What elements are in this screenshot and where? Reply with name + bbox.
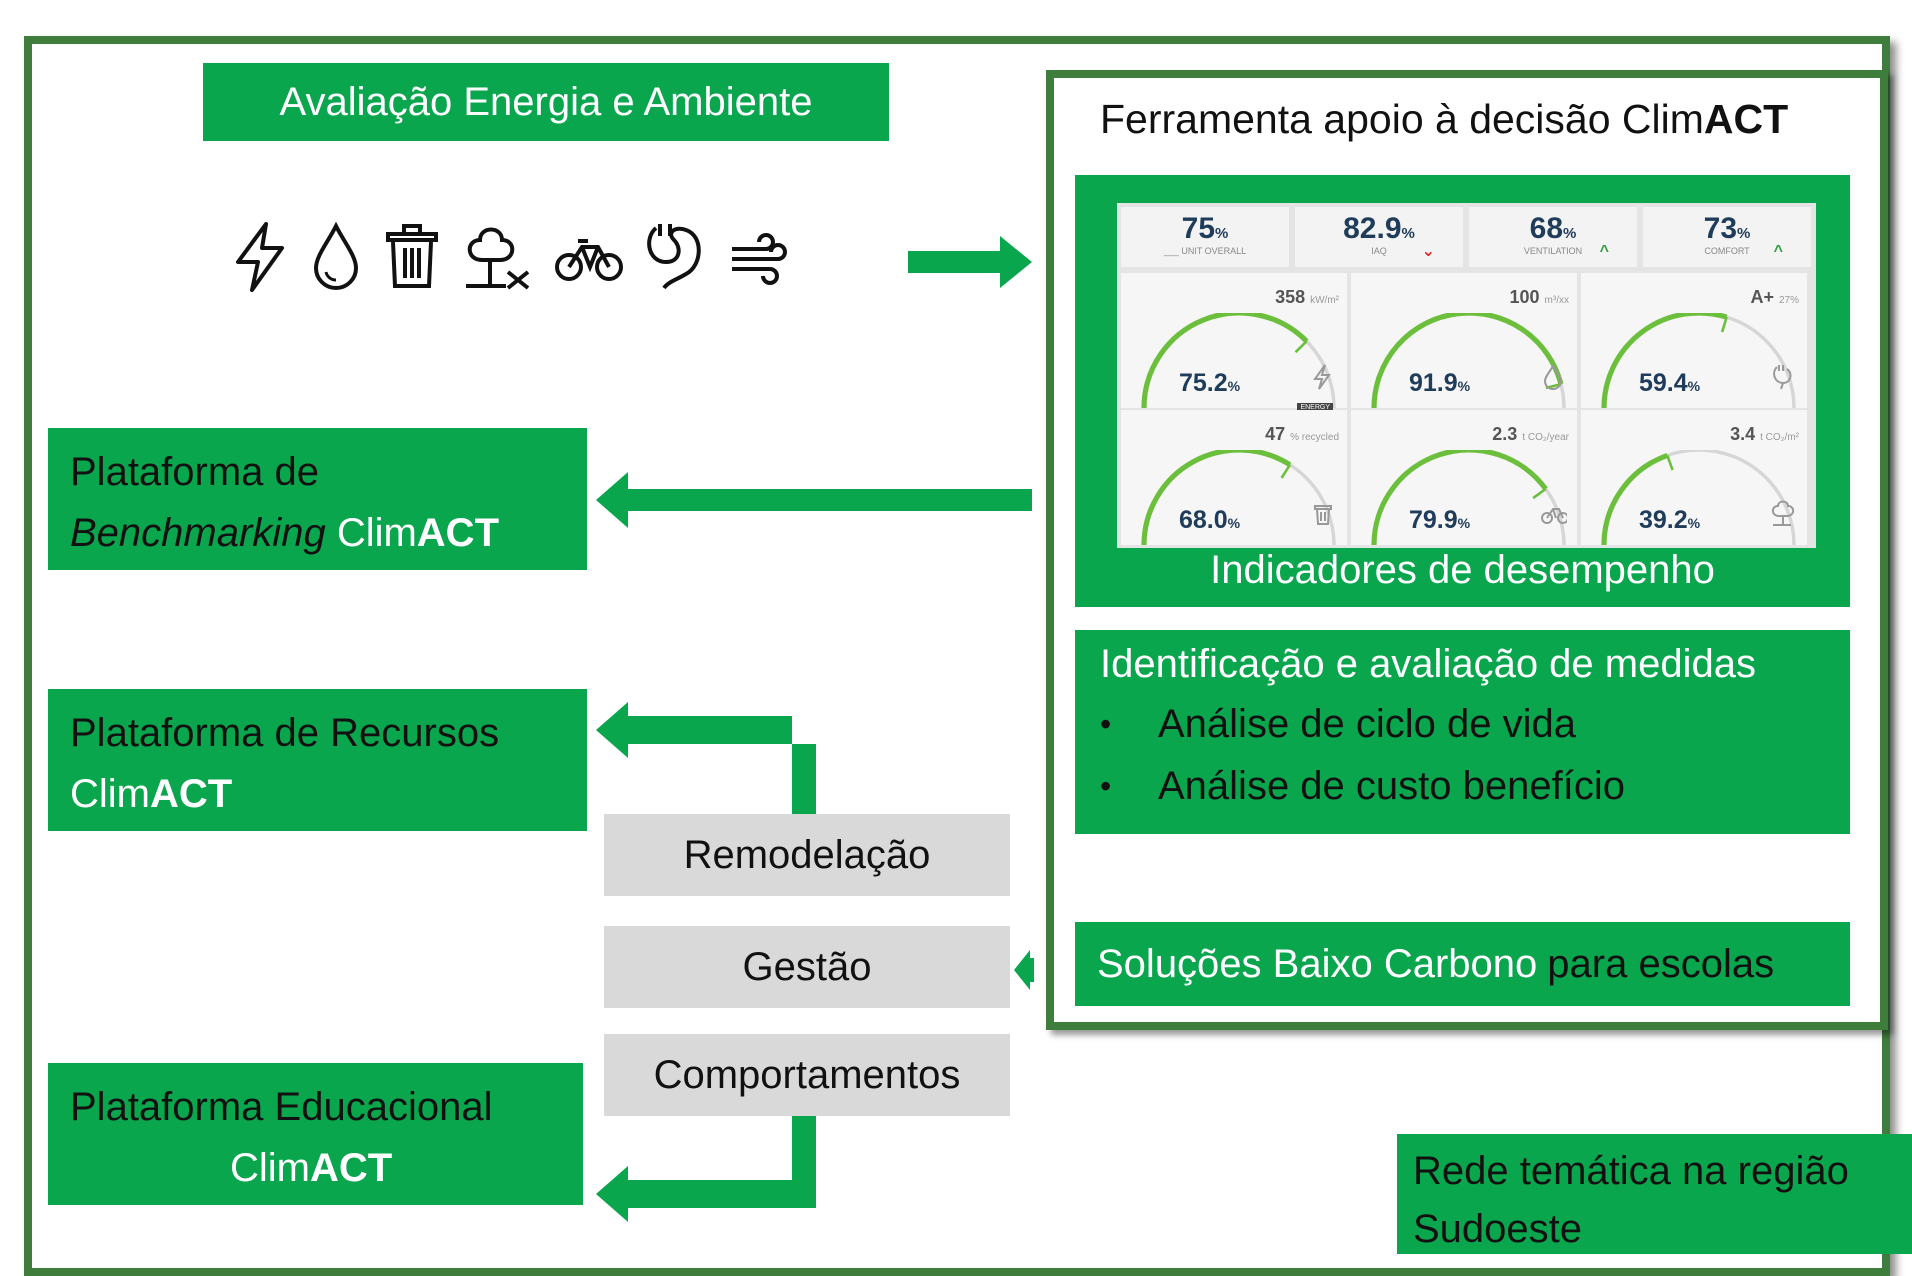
tool-title-act: ACT (1703, 96, 1789, 142)
dashboard-caption: Indicadores de desempenho (1210, 548, 1715, 592)
behaviours-box: Comportamentos (604, 1034, 1010, 1116)
wind-icon (728, 227, 788, 287)
card-tag: ENERGY (1297, 403, 1333, 412)
measures-box: Identificação e avaliação de medidas Aná… (1075, 630, 1850, 834)
kpi-trend-icon: ^ (1773, 243, 1783, 260)
solutions-part2: para escolas (1547, 941, 1775, 986)
kpi-label: IAQ (1371, 246, 1387, 256)
card-percentage: 91.9% (1409, 369, 1471, 397)
kpi-value: 73% (1703, 212, 1751, 245)
resources-platform-box: Plataforma de Recursos ClimACT (48, 689, 587, 831)
card-top-value: A+ 27% (1750, 287, 1799, 307)
kpi-tile: 68%VENTILATION ^ (1469, 207, 1637, 267)
remodel-box: Remodelação (604, 814, 1010, 896)
benchmarking-platform-box: Plataforma de Benchmarking ClimACT (48, 428, 587, 570)
educational-clim: Clim (230, 1146, 310, 1190)
management-box: Gestão (604, 926, 1010, 1008)
water-drop-icon (1541, 363, 1567, 396)
plug-icon (646, 222, 706, 292)
kpi-value: 82.9% (1343, 212, 1415, 245)
indicator-card: 358 kW/m² 75.2% ENERGY (1121, 273, 1347, 412)
card-top-value: 358 kW/m² (1275, 287, 1339, 307)
arrow-to-educational (596, 1116, 816, 1222)
card-top-value: 2.3 t CO₂/year (1492, 424, 1569, 444)
card-percentage: 68.0% (1179, 506, 1241, 534)
arrow-to-benchmarking (596, 472, 1032, 528)
tree-icon (1771, 500, 1797, 533)
educational-platform-box: Plataforma Educacional ClimACT (48, 1063, 583, 1205)
indicator-card: A+ 27% 59.4% (1581, 273, 1807, 408)
measure-item: Análise de ciclo de vida (1100, 693, 1825, 755)
tool-title-prefix: Ferramenta apoio à decisão Clim (1100, 96, 1704, 142)
water-drop-icon (310, 222, 362, 292)
kpi-value: 75% (1181, 212, 1229, 245)
dashboard-screenshot: 75%___ UNIT OVERALL 82.9%IAQ ⌄ 68%VENTILATI… (1117, 203, 1816, 548)
indicator-card: 100 m³/xx 91.9% (1351, 273, 1577, 408)
thematic-network-box: Rede temática na região Sudoeste (1397, 1134, 1912, 1254)
solutions-part1: Soluções Baixo Carbono (1097, 941, 1538, 986)
trash-bin-icon (1311, 500, 1337, 533)
kpi-tile: 82.9%IAQ ⌄ (1295, 207, 1463, 267)
lightning-icon (1311, 363, 1337, 396)
benchmarking-line2: Benchmarking ClimACT (70, 503, 565, 564)
card-percentage: 39.2% (1639, 506, 1701, 534)
measures-list: Análise de ciclo de vida Análise de cust… (1100, 693, 1825, 817)
resources-clim: Clim (70, 772, 150, 816)
card-percentage: 75.2% (1179, 369, 1241, 397)
arrow-to-management (1014, 950, 1034, 990)
kpi-tile: 75%___ UNIT OVERALL (1121, 207, 1289, 267)
card-top-value: 47 % recycled (1265, 424, 1339, 444)
benchmarking-line1: Plataforma de (70, 450, 320, 494)
bicycle-icon (554, 227, 624, 287)
indicator-card: 47 % recycled 68.0% (1121, 410, 1347, 545)
benchmarking-italic: Benchmarking (70, 511, 326, 555)
tree-icon (462, 222, 532, 292)
kpi-trend-icon: ⌄ (1421, 243, 1435, 260)
kpi-label: ___ UNIT OVERALL (1163, 246, 1247, 256)
card-top-value: 100 m³/xx (1509, 287, 1570, 307)
card-top-value: 3.4 t CO₂/m² (1730, 424, 1799, 444)
arrow-to-resources (596, 702, 816, 814)
kpi-label: COMFORT (1704, 246, 1750, 256)
energy-assessment-title: Avaliação Energia e Ambiente (203, 63, 889, 141)
indicator-card: 2.3 t CO₂/year 79.9% (1351, 410, 1577, 545)
kpi-value: 68% (1529, 212, 1577, 245)
plug-icon (1771, 363, 1797, 396)
resources-line2: ClimACT (70, 764, 565, 825)
card-percentage: 59.4% (1639, 369, 1701, 397)
benchmarking-act: ACT (416, 511, 500, 555)
arrow-to-tool (908, 236, 1032, 288)
resources-act: ACT (149, 772, 233, 816)
decision-tool-title: Ferramenta apoio à decisão ClimACT (1100, 96, 1850, 143)
kpi-trend-icon: ^ (1599, 243, 1609, 260)
rede-line2: Sudoeste (1413, 1207, 1583, 1251)
lightning-icon (232, 222, 288, 292)
card-percentage: 79.9% (1409, 506, 1471, 534)
resources-line1: Plataforma de Recursos (70, 711, 500, 755)
educational-line2: ClimACT (70, 1138, 561, 1199)
measure-item: Análise de custo benefício (1100, 755, 1825, 817)
educational-act: ACT (309, 1146, 393, 1190)
rede-line1: Rede temática na região (1413, 1149, 1849, 1193)
measures-heading: Identificação e avaliação de medidas (1100, 642, 1756, 686)
benchmarking-clim: Clim (336, 511, 417, 555)
indicator-card: 3.4 t CO₂/m² 39.2% (1581, 410, 1807, 545)
educational-line1: Plataforma Educacional (70, 1085, 493, 1129)
kpi-label: VENTILATION (1523, 246, 1583, 256)
assessment-icon-row (232, 222, 788, 292)
kpi-tile: 73%COMFORT ^ (1643, 207, 1811, 267)
gauge-arc (1371, 450, 1566, 545)
gauge-arc (1141, 450, 1336, 545)
trash-bin-icon (384, 222, 440, 292)
